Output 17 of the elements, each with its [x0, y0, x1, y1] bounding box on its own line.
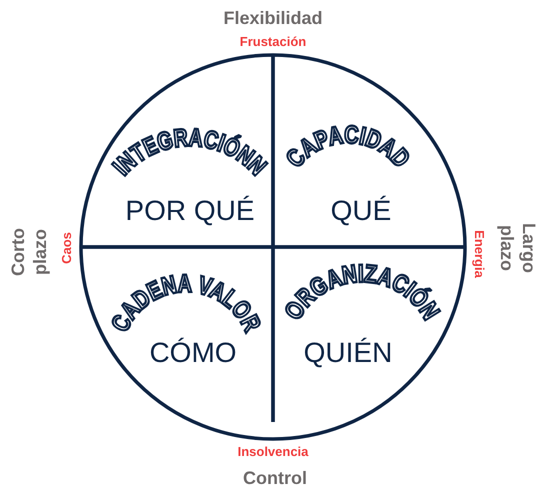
quadrant-label: QUÉ — [330, 197, 392, 225]
quadrant-sector — [271, 53, 467, 249]
axis-label: Corto plazo — [7, 227, 51, 278]
axis-label: Insolvencia — [238, 444, 308, 460]
axis-label: Frustación — [240, 34, 306, 50]
quadrant-label: QUIÉN — [304, 339, 392, 367]
quadrant-sector — [271, 245, 467, 441]
axis-label: Largo plazo — [496, 222, 540, 275]
axis-label: Control — [243, 467, 307, 489]
axis-label: Flexibilidad — [223, 7, 323, 29]
quadrant-label: POR QUÉ — [125, 197, 255, 225]
axis-label: Caos — [59, 232, 75, 264]
quadrant-sector — [79, 245, 275, 441]
arc-heading: CAPACIDAD — [280, 120, 418, 176]
quadrant-label: CÓMO — [149, 339, 237, 367]
axis-label: Energia — [471, 230, 487, 278]
quadrant-sector — [79, 53, 275, 249]
